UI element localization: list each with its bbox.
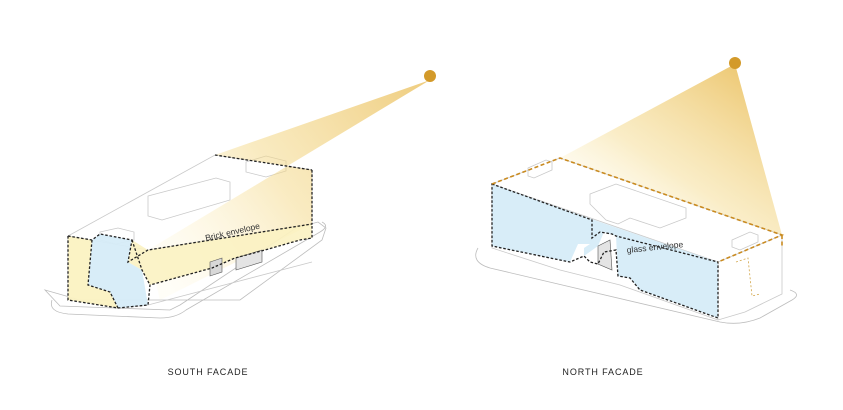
south-roof-box-large [147,177,231,221]
north-glass-envelope [492,184,718,318]
south-envelope-outline-inner [87,239,119,309]
north-roof-box-small-left [527,159,553,179]
south-brick-envelope [68,236,118,308]
south-ground-plate [43,221,327,311]
north-recess [597,239,613,271]
south-brick-envelope-main [128,224,312,285]
north-glass-envelope-main [492,184,592,262]
south-envelope-outline-lower [67,224,313,309]
south-sun-icon [424,70,436,82]
south-envelope-outline [67,170,313,264]
south-facade-caption: SOUTH FACADE [168,367,249,377]
south-facade-diagram: Brick envelope SOUTH FACADE [43,70,436,377]
north-roof-box-large [589,183,687,229]
north-sun-ray [560,64,782,235]
north-facade-caption: NORTH FACADE [562,367,643,377]
south-glass-panel [88,234,148,308]
south-recess-1 [209,257,223,277]
south-ground-slab [50,221,326,319]
north-envelope-outline [491,183,719,319]
north-sun-icon [729,57,741,69]
south-envelope-outline-mid [131,239,151,286]
north-ground-plate [475,247,797,324]
north-facade-diagram: glass envelope NORTH FACADE [475,57,797,377]
north-roof-outline [491,157,785,263]
north-end-outline [735,257,761,297]
south-envelope-outline-top [214,154,313,171]
north-roof-box-small-right [731,231,759,251]
